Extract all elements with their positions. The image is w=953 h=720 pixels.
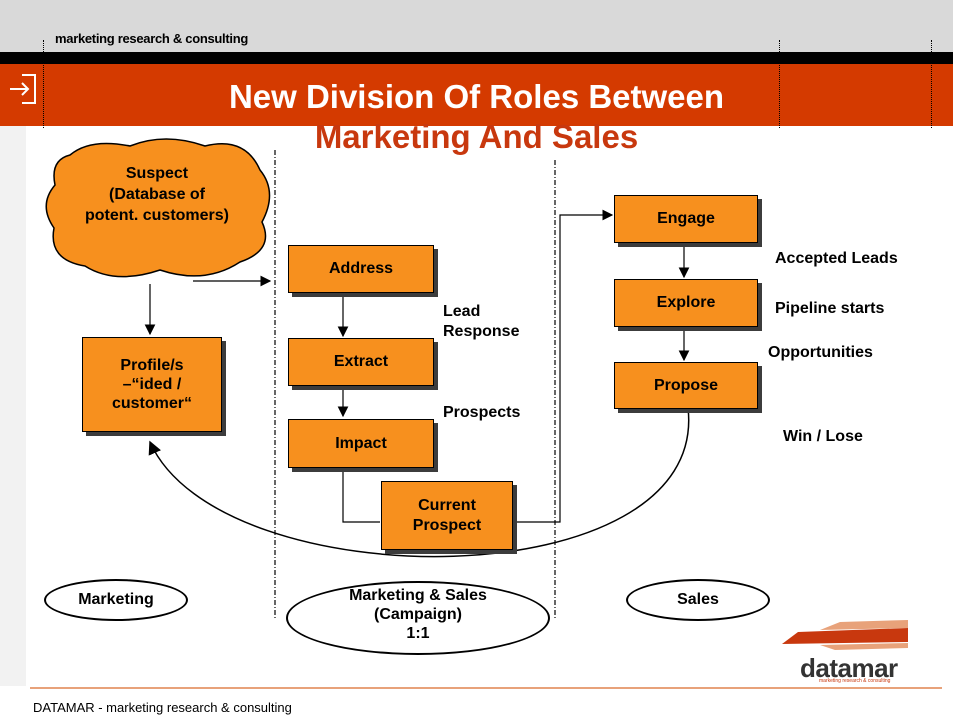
logo-subtitle: marketing research & consulting <box>819 678 891 684</box>
current-line2: Prospect <box>412 516 482 534</box>
profile-line1: Profile/s <box>120 356 184 374</box>
left-strip <box>0 126 26 686</box>
opportunities-label: Opportunities <box>768 344 873 361</box>
black-band <box>0 52 953 64</box>
step-address: Address <box>288 245 434 293</box>
campaign-line2: (Campaign) <box>373 606 462 624</box>
phase-sales: Sales <box>626 579 770 621</box>
cloud-line1: Suspect <box>125 165 189 182</box>
cloud-shape <box>45 138 271 278</box>
datamar-logo: datamar <box>800 653 898 683</box>
enter-icon <box>10 74 36 104</box>
prospects-label: Prospects <box>443 404 521 421</box>
title-band <box>0 64 953 126</box>
cloud-line2: (Database of <box>108 185 206 203</box>
phase-marketing: Marketing <box>44 579 188 621</box>
win-lose-label: Win / Lose <box>783 428 863 445</box>
profile-line3: customer“ <box>111 395 193 413</box>
page-title-line2: Marketing And Sales <box>314 118 639 155</box>
accepted-leads-label: Accepted Leads <box>775 250 898 267</box>
datamar-logo-swoosh <box>782 620 908 650</box>
guide-tick-mid <box>779 40 780 128</box>
campaign-line3: 1:1 <box>406 625 430 643</box>
lead-response-label: Lead Response <box>443 302 519 342</box>
line-impact-current <box>342 467 380 523</box>
profile-box: Profile/s –“ided / customer“ <box>82 337 222 432</box>
phase-campaign: Marketing & Sales (Campaign) 1:1 <box>286 581 550 655</box>
top-band <box>0 0 953 52</box>
lead-line1: Lead <box>443 303 481 320</box>
step-engage: Engage <box>614 195 758 243</box>
arrow-feedback-arc <box>148 407 690 558</box>
step-explore: Explore <box>614 279 758 327</box>
current-prospect-box: Current Prospect <box>381 481 513 550</box>
current-line1: Current <box>418 497 476 515</box>
step-propose: Propose <box>614 362 758 409</box>
page-title-line1: New Division Of Roles Between <box>228 78 725 115</box>
step-extract: Extract <box>288 338 434 386</box>
footer-divider <box>30 687 942 689</box>
header-tagline: marketing research & consulting <box>55 31 248 46</box>
pipeline-label: Pipeline starts <box>775 300 885 317</box>
profile-line2: –“ided / <box>122 375 182 393</box>
lead-line2: Response <box>443 323 520 340</box>
guide-tick-right <box>931 40 932 128</box>
footer-text: DATAMAR - marketing research & consultin… <box>33 700 292 715</box>
guide-tick-left <box>43 40 44 128</box>
arrow-current-engage <box>512 209 614 523</box>
cloud-line3: potent. customers) <box>84 206 229 224</box>
step-impact: Impact <box>288 419 434 468</box>
suspect-cloud-label: Suspect (Database of potent. customers) <box>58 164 256 226</box>
campaign-line1: Marketing & Sales <box>349 587 487 604</box>
